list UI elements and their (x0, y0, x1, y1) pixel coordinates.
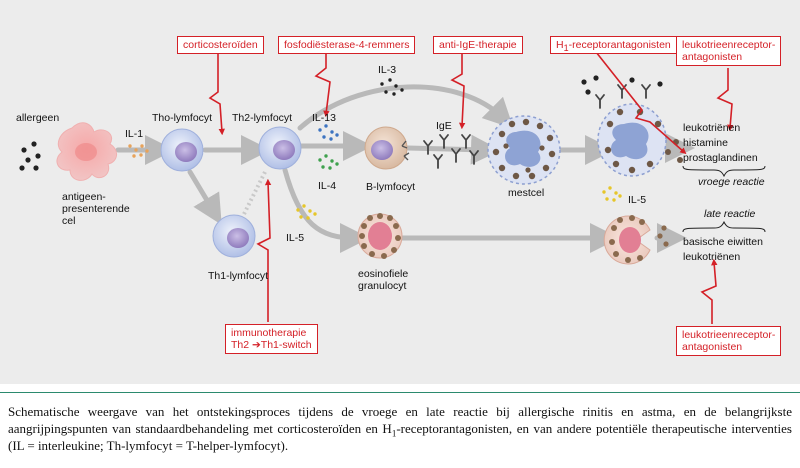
late-product-leukotrienes: leukotriënen (683, 251, 741, 263)
immuno-line (256, 178, 272, 322)
eosinophil (357, 213, 403, 259)
th1-label: Th1-lymfocyt (208, 270, 269, 282)
b-lymphocyte (364, 126, 410, 170)
dashed-th1-th2 (242, 169, 268, 215)
h1-suffix: -receptorantagonisten (568, 39, 671, 51)
intervention-anti-ige: anti-IgE-therapie (433, 36, 523, 54)
caption-part2: -receptorantagonisten, en van andere pot… (8, 421, 792, 453)
intervention-h1-antagonists: H1-receptorantagonisten (550, 36, 677, 54)
early-reaction-brace (682, 165, 766, 178)
figure-caption: Schematische weergave van het ontsteking… (8, 403, 792, 454)
arrow-bcell-to-mastcell (405, 134, 501, 165)
caption-part1: Schematische weergave van het ontsteking… (8, 404, 792, 436)
eosinophil-label-line2: granulocyt (358, 280, 407, 292)
caption-divider (0, 392, 800, 393)
intervention-leukotriene-antagonists-top: leukotrieenreceptor-antagonisten (676, 36, 782, 66)
corticosteroid-line (208, 54, 225, 136)
ige-label: IgE (436, 120, 452, 132)
b-lymphocyte-label: B-lymfocyt (366, 181, 416, 193)
h1-prefix: H (556, 39, 564, 51)
il13-label: IL-13 (312, 112, 336, 124)
th2-lymphocyte (258, 126, 302, 170)
mast-cell (487, 115, 561, 185)
pde4-line (314, 52, 331, 118)
il4-label: IL-4 (318, 180, 337, 192)
apc-label-line2: presenterende (62, 203, 130, 215)
lt-bottom-line2: antagonisten (682, 341, 743, 353)
il13-particles (318, 124, 339, 141)
apc-label-line3: cel (62, 215, 76, 227)
th1-lymphocyte (212, 214, 256, 258)
th0-label: Tho-lymfocyt (152, 112, 213, 124)
lt-top-line (716, 68, 734, 132)
lt-top-line2: antagonisten (682, 51, 743, 63)
activated-mast-cell (581, 75, 683, 177)
immuno-line1: immunotherapie (231, 327, 307, 339)
allergen-particles (19, 141, 41, 171)
diagram-panel (0, 0, 800, 384)
il3-label: IL-3 (378, 64, 397, 76)
h1-line (595, 51, 687, 155)
il5-particles-left (296, 204, 317, 220)
il3-particles (380, 78, 404, 96)
anti-ige-line (450, 52, 466, 130)
ige-antibodies (423, 134, 479, 169)
immuno-line2: Th2 ➔Th1-switch (231, 339, 312, 351)
early-reaction-label: vroege reactie (698, 176, 765, 188)
th2-label: Th2-lymfocyt (232, 112, 293, 124)
antigen-presenting-cell (56, 122, 117, 181)
arrow-th2-to-eosinophil (282, 167, 370, 253)
apc-label-line1: antigeen- (62, 191, 106, 203)
allergen-label: allergeen (16, 112, 60, 124)
intervention-leukotriene-antagonists-bottom: leukotrieenreceptor-antagonisten (676, 326, 782, 356)
diagram-graphics (19, 51, 766, 324)
caption-subscript: 1 (391, 428, 397, 439)
lt-bottom-line1: leukotrieenreceptor- (682, 329, 776, 341)
il4-particles (318, 154, 339, 170)
intervention-arrows (208, 51, 734, 324)
activated-eosinophil (603, 215, 669, 265)
mast-cell-label: mestcel (508, 187, 545, 199)
early-product-histamine: histamine (683, 137, 728, 149)
late-product-basic-proteins: basische eiwitten (683, 236, 763, 248)
lt-top-line1: leukotrieenreceptor- (682, 39, 776, 51)
th0-lymphocyte (160, 128, 204, 172)
lt-bottom-line (700, 258, 718, 324)
il5-label-left: IL-5 (286, 232, 305, 244)
late-reaction-label: late reactie (704, 208, 756, 220)
early-product-prostaglandins: prostaglandinen (683, 152, 758, 164)
il5-label-right: IL-5 (628, 194, 647, 206)
late-reaction-brace (682, 220, 766, 233)
intervention-corticosteroids: corticosteroïden (177, 36, 264, 54)
intervention-pde4-inhibitors: fosfodiësterase-4-remmers (278, 36, 416, 54)
arrow-th0-to-th1 (187, 169, 222, 225)
il1-label: IL-1 (125, 128, 144, 140)
il1-particles (128, 144, 149, 158)
il5-particles-right (602, 186, 622, 202)
early-product-leukotrienes: leukotriënen (683, 122, 741, 134)
h1-subscript: 1 (563, 43, 569, 54)
eosinophil-label-line1: eosinofiele (358, 268, 409, 280)
